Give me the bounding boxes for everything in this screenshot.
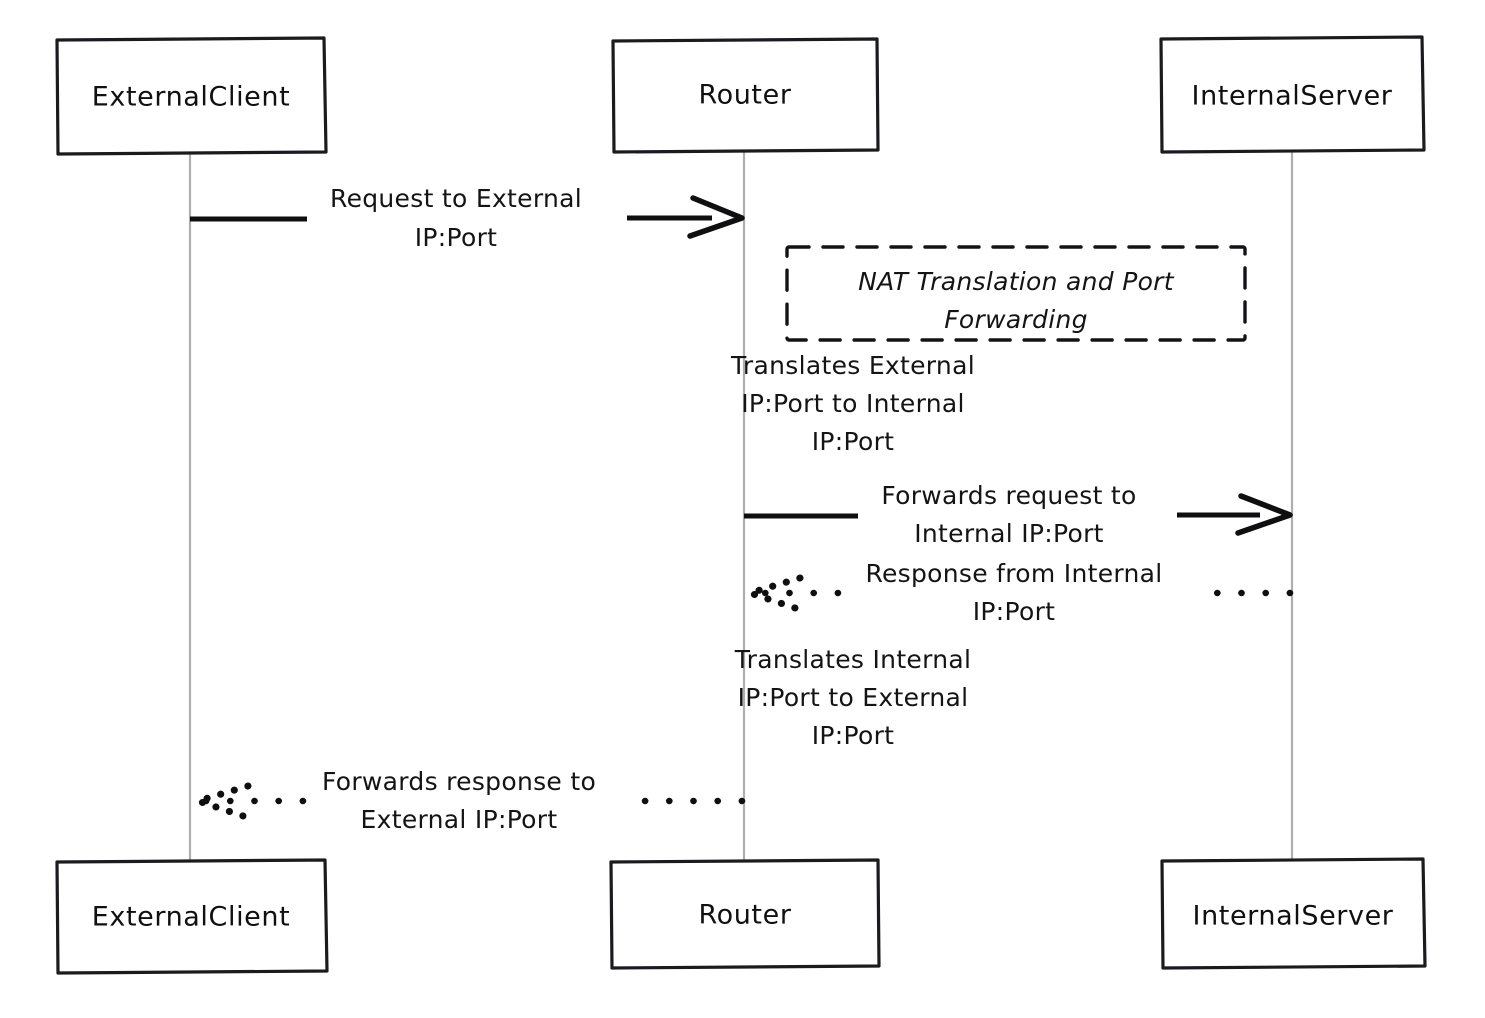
message-request-to-external[interactable]: Request to External IP:Port: [190, 184, 745, 252]
lifelines: [188, 152, 1294, 862]
participant-label: Router: [698, 80, 791, 111]
message-label: Request to External: [330, 184, 582, 213]
participant-router-bottom[interactable]: Router: [609, 858, 881, 970]
participant-router-top[interactable]: Router: [611, 37, 880, 154]
message-label: Internal IP:Port: [914, 519, 1104, 548]
arrowhead-right-icon: [1235, 493, 1293, 536]
arrowhead-left-icon: [186, 782, 252, 821]
message-label: Forwards response to: [322, 767, 596, 796]
participant-label: InternalServer: [1192, 81, 1393, 112]
message-label: IP:Port: [415, 223, 498, 252]
message-forwards-response[interactable]: Forwards response to External IP:Port: [186, 767, 746, 834]
arrowhead-right-icon: [687, 195, 745, 239]
participant-box: [55, 36, 328, 156]
note-label: Forwarding: [944, 305, 1088, 334]
self-note-label: Translates Internal: [734, 645, 972, 674]
message-response-from-internal[interactable]: Response from Internal IP:Port: [738, 559, 1294, 626]
arrowhead-left-icon: [738, 574, 804, 613]
participant-label: Router: [698, 900, 791, 931]
message-label: Response from Internal: [865, 559, 1162, 588]
message-label: IP:Port: [973, 597, 1056, 626]
note-nat-translation[interactable]: NAT Translation and Port Forwarding: [785, 245, 1247, 342]
participant-box: [55, 858, 329, 975]
self-note-label: IP:Port: [812, 721, 895, 750]
participant-label: ExternalClient: [92, 902, 291, 933]
participant-box: [609, 858, 881, 970]
participant-label: InternalServer: [1193, 901, 1394, 932]
participant-boxes-top: ExternalClient Router InternalServer: [55, 35, 1426, 156]
note-label: NAT Translation and Port: [858, 267, 1175, 296]
message-forwards-request[interactable]: Forwards request to Internal IP:Port: [744, 481, 1293, 548]
participant-box: [611, 37, 880, 154]
self-note-label: IP:Port to External: [738, 683, 969, 712]
participant-external-client-bottom[interactable]: ExternalClient: [55, 858, 329, 975]
participant-boxes-bottom: ExternalClient Router InternalServer: [55, 857, 1427, 975]
participant-label: ExternalClient: [92, 82, 291, 113]
self-note-translate-external-to-internal: Translates External IP:Port to Internal …: [730, 351, 975, 456]
message-label: External IP:Port: [361, 805, 558, 834]
participant-box: [1160, 857, 1427, 970]
note-box: [785, 245, 1247, 342]
self-note-label: Translates External: [730, 351, 975, 380]
self-note-label: IP:Port: [812, 427, 895, 456]
participant-internal-server-top[interactable]: InternalServer: [1159, 35, 1426, 154]
self-note-label: IP:Port to Internal: [741, 389, 964, 418]
message-label: Forwards request to: [881, 481, 1136, 510]
participant-box: [1159, 35, 1426, 154]
self-note-translate-internal-to-external: Translates Internal IP:Port to External …: [734, 645, 972, 750]
participant-internal-server-bottom[interactable]: InternalServer: [1160, 857, 1427, 970]
participant-external-client-top[interactable]: ExternalClient: [55, 36, 328, 156]
